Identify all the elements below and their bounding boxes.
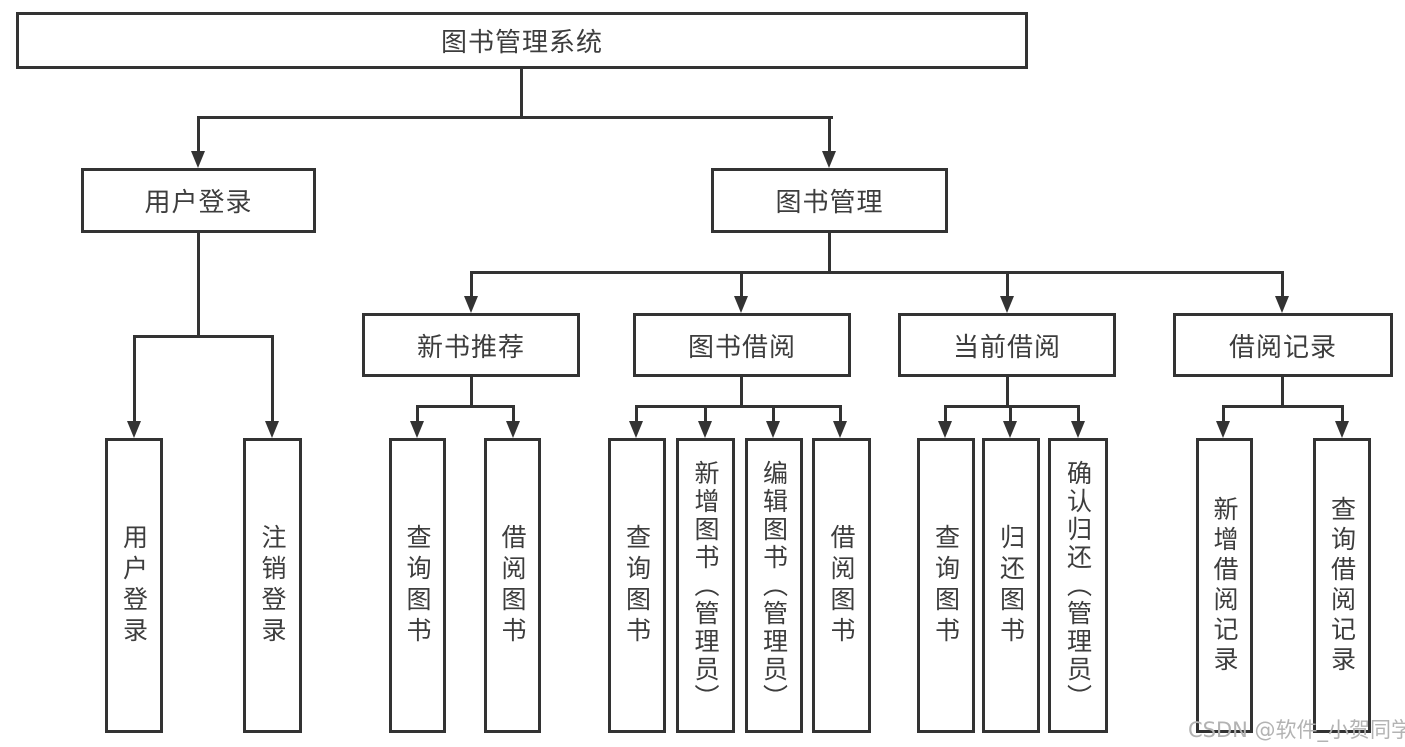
leaf-borrow-borrow-book-label: 借阅图书: [827, 523, 856, 648]
connector-root-drop: [520, 68, 523, 119]
connector-current-drop: [1006, 377, 1009, 408]
node-book-management: 图书管理: [711, 168, 948, 233]
connector-root-horizontal: [197, 116, 833, 119]
node-new-book-recommend: 新书推荐: [362, 313, 580, 377]
arrow-down-icon: [822, 151, 836, 168]
arrow-down-icon: [464, 296, 478, 313]
leaf-logout-label: 注销登录: [258, 523, 287, 648]
connector-records-c1: [1222, 405, 1225, 423]
leaf-current-return-book: 归还图书: [982, 438, 1040, 733]
arrow-down-icon: [1335, 421, 1349, 438]
connector-to-book-management: [828, 116, 831, 152]
node-borrow-records: 借阅记录: [1173, 313, 1393, 377]
leaf-records-add-record: 新增借阅记录: [1196, 438, 1253, 733]
node-current-borrow-label: 当前借阅: [952, 332, 1061, 363]
leaf-records-add-record-label: 新增借阅记录: [1210, 495, 1239, 676]
connector-borrow-c4: [839, 405, 842, 423]
leaf-user-login-label: 用户登录: [119, 523, 149, 648]
leaf-user-login: 用户登录: [105, 438, 163, 733]
leaf-borrow-edit-book-admin: 编辑图书（管理员）: [745, 438, 803, 733]
connector-borrow-c3: [772, 405, 775, 423]
leaf-logout: 注销登录: [243, 438, 302, 733]
connector-to-borrow: [740, 271, 743, 298]
leaf-current-query-book: 查询图书: [917, 438, 975, 733]
connector-current-c3: [1077, 405, 1080, 423]
csdn-watermark: CSDN @软件_小贺同学: [1188, 718, 1405, 742]
connector-recommend-horizontal: [416, 405, 515, 408]
arrow-down-icon: [506, 421, 520, 438]
connector-to-recommend: [470, 271, 473, 298]
node-book-borrow-label: 图书借阅: [687, 332, 796, 363]
connector-records-drop: [1281, 377, 1284, 408]
leaf-current-confirm-return-admin-label: 确认归还（管理员）: [1063, 459, 1093, 712]
arrow-down-icon: [191, 151, 205, 168]
node-new-book-recommend-label: 新书推荐: [416, 332, 525, 363]
connector-to-current: [1006, 271, 1009, 298]
node-root-label: 图书管理系统: [440, 28, 603, 58]
arrow-down-icon: [766, 421, 780, 438]
connector-borrow-horizontal: [635, 405, 842, 408]
node-root-system: 图书管理系统: [16, 12, 1028, 69]
connector-current-horizontal: [944, 405, 1080, 408]
leaf-recommend-borrow-book-label: 借阅图书: [498, 523, 527, 648]
leaf-records-query-record: 查询借阅记录: [1313, 438, 1371, 733]
connector-borrow-c2: [704, 405, 707, 423]
leaf-current-return-book-label: 归还图书: [996, 523, 1026, 648]
node-book-management-label: 图书管理: [775, 188, 884, 218]
arrow-down-icon: [1003, 421, 1017, 438]
connector-records-horizontal: [1222, 405, 1344, 408]
leaf-borrow-borrow-book: 借阅图书: [812, 438, 871, 733]
connector-login-horizontal: [133, 335, 274, 338]
leaf-borrow-add-book-admin: 新增图书（管理员）: [676, 438, 735, 733]
leaf-records-query-record-label: 查询借阅记录: [1327, 495, 1357, 676]
leaf-recommend-query-book-label: 查询图书: [403, 523, 432, 648]
arrow-down-icon: [734, 296, 748, 313]
arrow-down-icon: [265, 421, 279, 438]
connector-login-drop: [197, 233, 200, 338]
arrow-down-icon: [1071, 421, 1085, 438]
connector-borrow-drop: [740, 377, 743, 408]
leaf-current-query-book-label: 查询图书: [931, 523, 961, 648]
connector-current-c2: [1009, 405, 1012, 423]
leaf-borrow-query-book: 查询图书: [608, 438, 666, 733]
arrow-down-icon: [127, 421, 141, 438]
leaf-current-confirm-return-admin: 确认归还（管理员）: [1048, 438, 1108, 733]
connector-recommend-drop: [470, 377, 473, 408]
connector-to-leaf-user-login: [133, 335, 136, 422]
node-book-borrow: 图书借阅: [633, 313, 851, 377]
leaf-recommend-borrow-book: 借阅图书: [484, 438, 541, 733]
node-user-login: 用户登录: [81, 168, 316, 233]
leaf-borrow-edit-book-admin-label: 编辑图书（管理员）: [759, 459, 789, 712]
connector-records-c2: [1341, 405, 1344, 423]
node-current-borrow: 当前借阅: [898, 313, 1116, 377]
node-borrow-records-label: 借阅记录: [1228, 332, 1337, 363]
arrow-down-icon: [1275, 296, 1289, 313]
arrow-down-icon: [1216, 421, 1230, 438]
connector-bookmgmt-drop: [828, 233, 831, 274]
leaf-borrow-query-book-label: 查询图书: [622, 523, 652, 648]
arrow-down-icon: [629, 421, 643, 438]
node-user-login-label: 用户登录: [144, 188, 253, 218]
arrow-down-icon: [938, 421, 952, 438]
arrow-down-icon: [1000, 296, 1014, 313]
connector-bookmgmt-horizontal: [470, 271, 1284, 274]
arrow-down-icon: [698, 421, 712, 438]
connector-recommend-c2: [512, 405, 515, 423]
connector-borrow-c1: [635, 405, 638, 423]
arrow-down-icon: [833, 421, 847, 438]
connector-to-leaf-logout: [271, 335, 274, 422]
leaf-borrow-add-book-admin-label: 新增图书（管理员）: [691, 459, 720, 712]
connector-to-user-login: [197, 116, 200, 152]
arrow-down-icon: [410, 421, 424, 438]
leaf-recommend-query-book: 查询图书: [389, 438, 446, 733]
connector-to-records: [1281, 271, 1284, 298]
connector-recommend-c1: [416, 405, 419, 423]
connector-current-c1: [944, 405, 947, 423]
